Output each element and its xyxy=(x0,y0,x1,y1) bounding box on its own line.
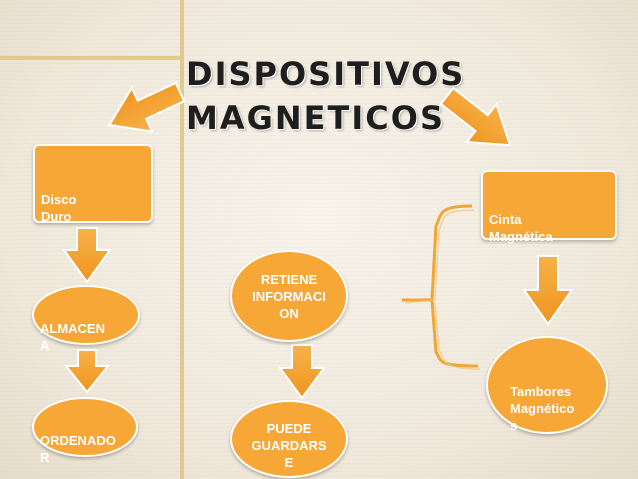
decorative-vertical-line xyxy=(180,0,184,479)
bracket-connector xyxy=(402,204,479,368)
node-almacena-label: ALMACEN A xyxy=(40,321,105,353)
node-disco-duro: Disco Duro xyxy=(33,144,153,224)
arrow-disco-to-almacena xyxy=(62,227,112,284)
node-ordenador-label: ORDENADO R xyxy=(40,433,116,465)
arrow-to-cinta xyxy=(439,86,512,147)
node-puede-guardarse: PUEDE GUARDARS E xyxy=(230,400,348,478)
arrow-retiene-to-puede xyxy=(278,344,326,400)
node-cinta-magnetica: Cinta Magnética xyxy=(481,170,617,244)
arrow-cinta-to-tambores xyxy=(522,255,574,326)
node-retiene: RETIENE INFORMACI ON xyxy=(230,250,348,342)
arrow-almacena-to-ordenador xyxy=(63,349,111,394)
decorative-horizontal-line xyxy=(0,56,180,60)
node-tambores-magneticos: Tambores Magnético s xyxy=(486,336,608,434)
node-tambores-magneticos-label: Tambores Magnético s xyxy=(510,384,575,433)
node-ordenador: ORDENADO R xyxy=(32,397,138,465)
node-almacena: ALMACEN A xyxy=(32,285,140,353)
node-cinta-magnetica-label: Cinta Magnética xyxy=(489,212,553,244)
node-retiene-label: RETIENE INFORMACI ON xyxy=(252,271,326,321)
diagram-title: DISPOSITIVOS MAGNETICOS xyxy=(186,55,466,137)
node-disco-duro-label: Disco Duro xyxy=(41,192,77,224)
arrow-to-disco-duro xyxy=(107,81,186,133)
node-puede-guardarse-label: PUEDE GUARDARS E xyxy=(251,420,327,470)
